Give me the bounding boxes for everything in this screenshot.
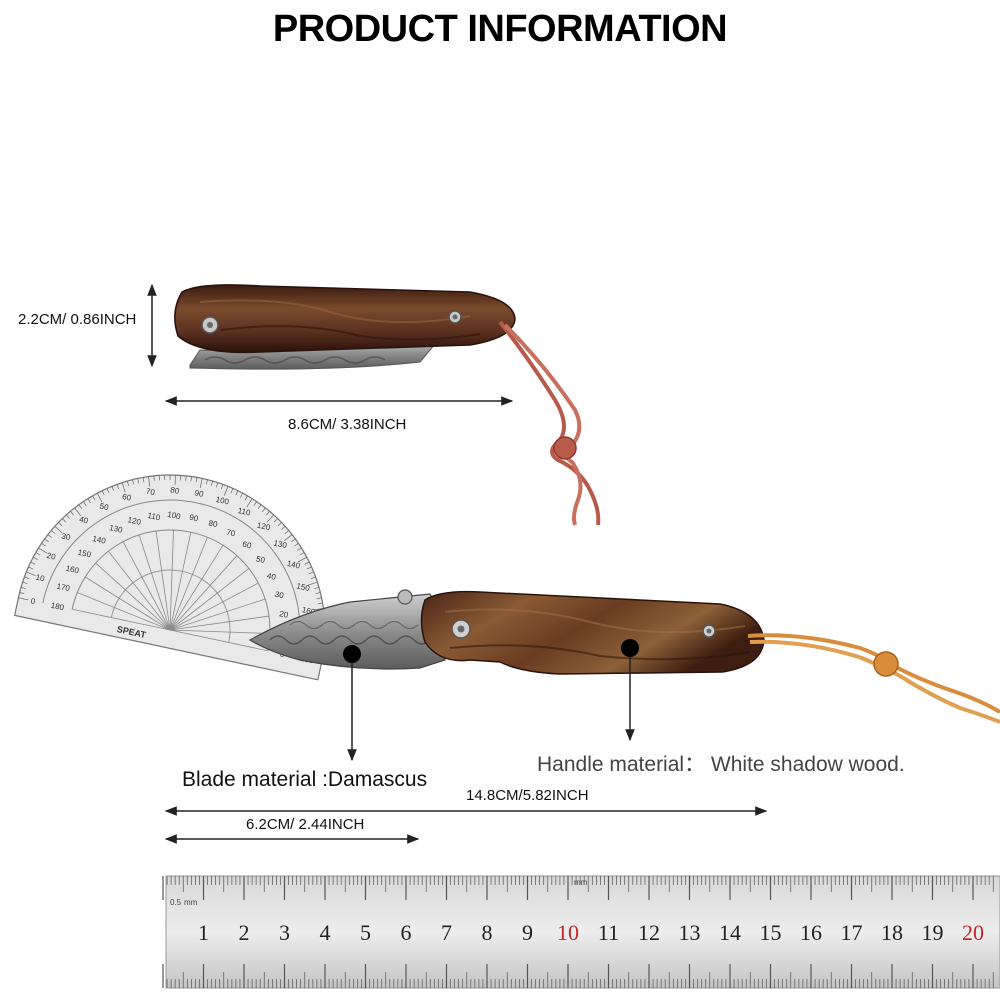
ruler-number: 7 xyxy=(441,920,452,945)
protractor-angle-label: 100 xyxy=(166,510,181,522)
protractor-angle-label: 140 xyxy=(286,559,301,571)
protractor-angle-label: 110 xyxy=(147,511,162,523)
open-blade xyxy=(248,593,446,670)
ruler-number: 8 xyxy=(482,920,493,945)
protractor-angle-label: 160 xyxy=(65,564,80,576)
ruler-number: 3 xyxy=(279,920,290,945)
handle-callout-dot xyxy=(621,639,639,657)
protractor-angle-label: 60 xyxy=(121,492,132,503)
open-handle xyxy=(420,590,765,675)
ruler-number: 11 xyxy=(598,920,619,945)
protractor-angle-label: 10 xyxy=(35,573,46,584)
blade-callout-dot xyxy=(343,645,361,663)
protractor-angle-label: 170 xyxy=(56,582,71,594)
protractor-angle-label: 120 xyxy=(256,521,271,533)
ruler-number: 1 xyxy=(198,920,209,945)
folded-knife xyxy=(174,284,601,526)
protractor-angle-label: 120 xyxy=(127,515,142,527)
ruler-number: 18 xyxy=(881,920,903,945)
protractor-angle-label: 20 xyxy=(278,609,289,620)
ruler-number: 20 xyxy=(962,920,984,945)
protractor-angle-label: 140 xyxy=(92,534,107,546)
protractor-angle-label: 30 xyxy=(274,590,285,601)
blade-material-label: Blade material :Damascus xyxy=(182,768,428,791)
ruler-number: 17 xyxy=(841,920,863,945)
protractor-angle-label: 100 xyxy=(215,495,230,507)
protractor-angle-label: 160 xyxy=(301,605,316,617)
ruler-number: 4 xyxy=(320,920,331,945)
height-dimension-label: 2.2CM/ 0.86INCH xyxy=(18,311,137,328)
thumb-stud-icon xyxy=(397,589,413,605)
protractor-angle-label: 90 xyxy=(194,488,205,499)
ruler-number: 13 xyxy=(679,920,701,945)
protractor-angle-label: 90 xyxy=(189,513,200,524)
lanyard-cord-top xyxy=(498,320,601,526)
ruler-number: 12 xyxy=(638,920,660,945)
ruler-number: 14 xyxy=(719,920,741,945)
protractor-angle-label: 80 xyxy=(169,485,180,496)
ruler-corner-label: 0.5 xyxy=(170,898,182,907)
folded-length-label: 8.6CM/ 3.38INCH xyxy=(288,416,407,433)
folded-handle xyxy=(174,284,516,354)
lanyard-cord-bottom xyxy=(747,633,1000,714)
protractor-angle-label: 50 xyxy=(255,554,266,565)
protractor-angle-label: 150 xyxy=(77,548,92,560)
open-knife xyxy=(248,589,1000,724)
lanyard-knot xyxy=(553,436,577,460)
protractor-angle-label: 30 xyxy=(61,531,72,542)
protractor-angle-label: 110 xyxy=(237,506,252,518)
protractor-angle-label: 20 xyxy=(46,551,57,562)
ruler-number: 5 xyxy=(360,920,371,945)
ruler-number: 2 xyxy=(239,920,250,945)
ruler-unit-label-2: mm xyxy=(574,878,588,887)
protractor-angle-label: 130 xyxy=(273,539,288,551)
protractor-angle-label: 70 xyxy=(145,487,156,498)
open-length-label: 14.8CM/5.82INCH xyxy=(466,787,589,804)
protractor-angle-label: 150 xyxy=(296,581,311,593)
protractor-angle-label: 70 xyxy=(226,528,237,539)
ruler-number: 15 xyxy=(760,920,782,945)
ruler-unit-label: mm xyxy=(184,898,198,907)
protractor-angle-label: 180 xyxy=(50,601,65,613)
protractor-angle-label: 40 xyxy=(266,571,277,582)
protractor-angle-label: 50 xyxy=(99,502,110,513)
blade-length-label: 6.2CM/ 2.44INCH xyxy=(246,816,365,833)
ruler-number: 6 xyxy=(401,920,412,945)
page-title: PRODUCT INFORMATION xyxy=(272,8,728,50)
ruler-number: 19 xyxy=(922,920,944,945)
ruler-number: 10 xyxy=(557,920,579,945)
protractor-angle-label: 130 xyxy=(108,523,123,535)
ruler-number: 16 xyxy=(800,920,822,945)
protractor-angle-label: 80 xyxy=(208,519,219,530)
ruler-number: 9 xyxy=(522,920,533,945)
protractor-angle-label: 60 xyxy=(242,540,253,551)
lanyard-knot xyxy=(873,651,899,677)
handle-material-label: Handle material： White shadow wood. xyxy=(537,753,905,776)
protractor-angle-label: 40 xyxy=(78,515,89,526)
protractor-angle-label: 0 xyxy=(30,597,37,607)
